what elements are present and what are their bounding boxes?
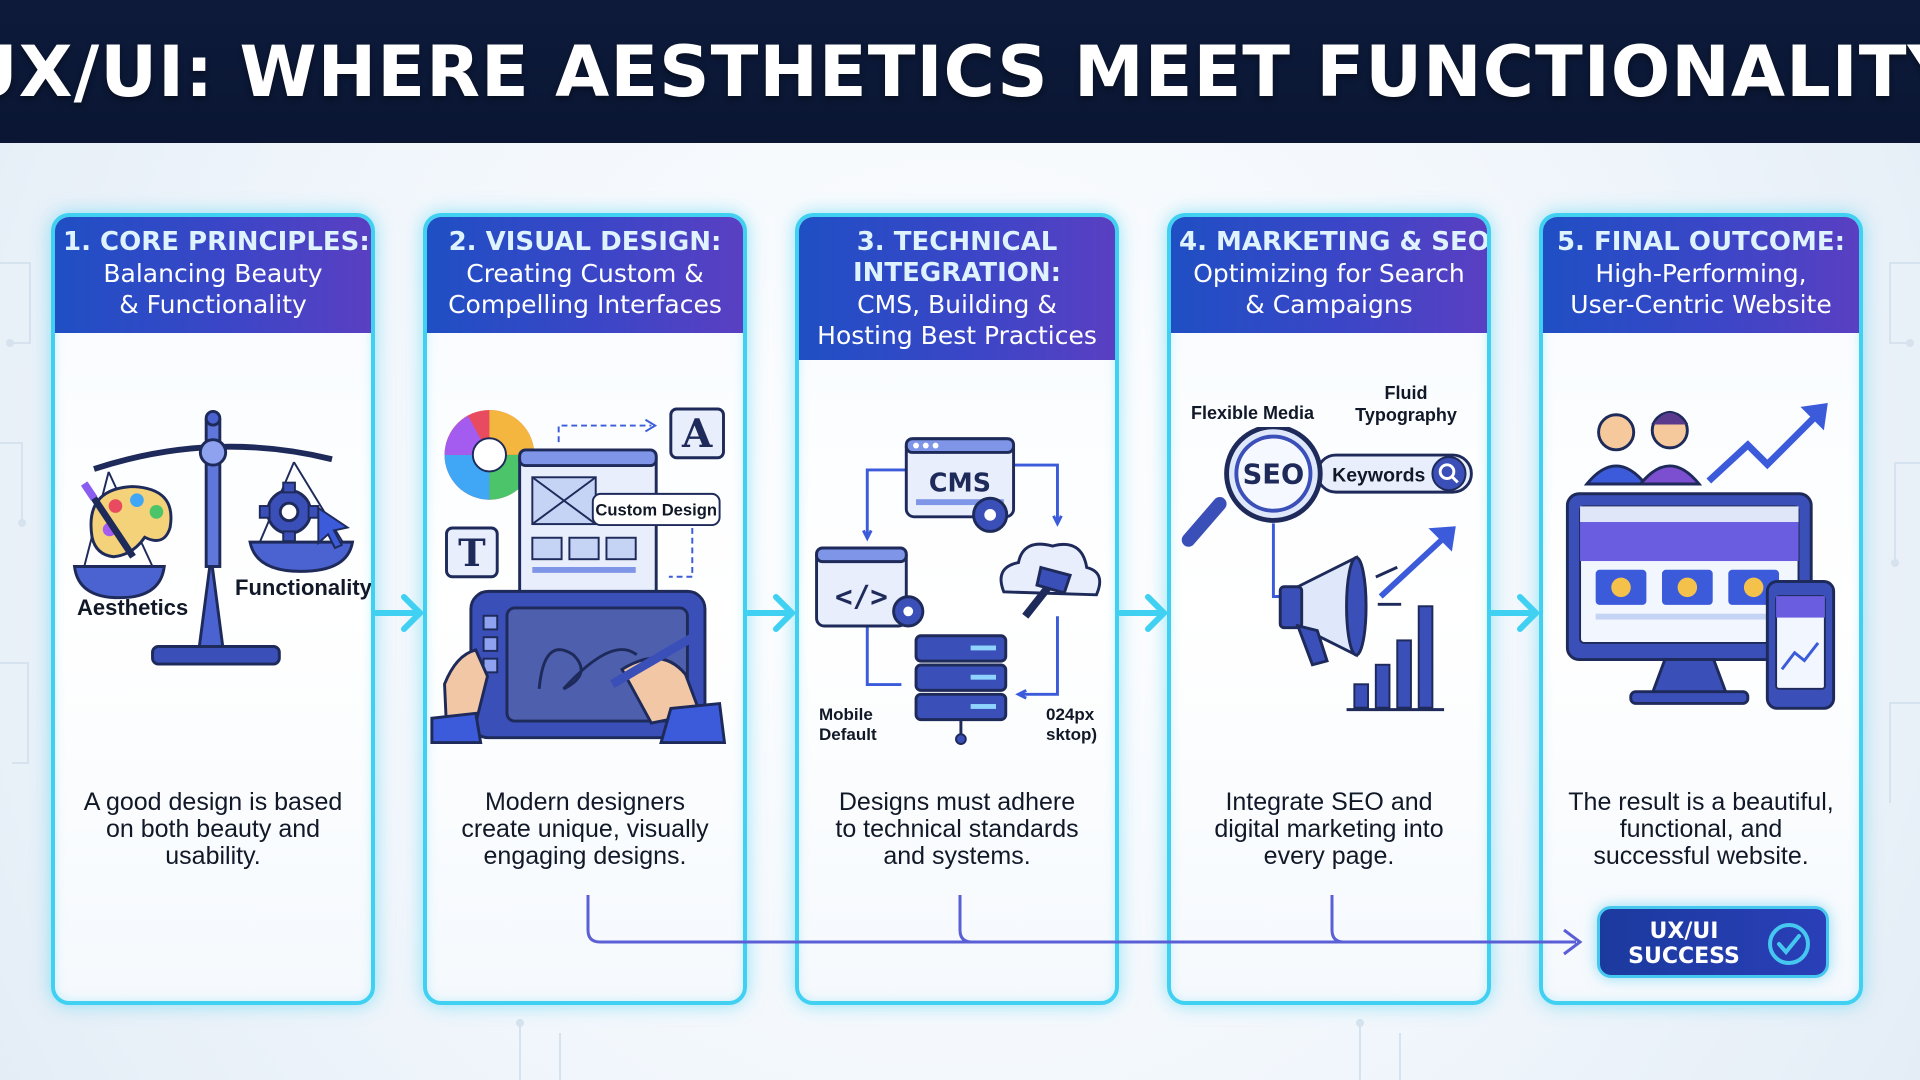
cloud-hammer-icon xyxy=(999,542,1102,619)
step-5-subtitle-line-2: User-Centric Website xyxy=(1570,290,1832,319)
letter-a-text: A xyxy=(681,411,713,457)
success-badge-line-1: UX/UI xyxy=(1649,919,1719,944)
step-3-description: Designs must adhere to technical standar… xyxy=(799,789,1115,870)
step-2-desc-line-2: create unique, visually xyxy=(461,815,709,843)
megaphone-icon xyxy=(1278,555,1402,667)
step-2-desc-line-1: Modern designers xyxy=(484,788,686,816)
flexible-media-label: Flexible Media xyxy=(1191,403,1315,423)
tablet-icon xyxy=(1765,580,1836,710)
step-3-title-line-2: INTEGRATION: xyxy=(852,258,1062,288)
step-3-subtitle-line-2: Hosting Best Practices xyxy=(817,321,1097,350)
step-1-desc-line-3: usability. xyxy=(165,842,261,870)
step-3-title-line-1: 3. TECHNICAL xyxy=(856,227,1058,257)
server-icon xyxy=(914,634,1008,745)
step-3-desc-line-1: Designs must adhere xyxy=(838,788,1076,816)
step-1-subtitle-line-2: & Functionality xyxy=(119,290,307,319)
flow-arrow-3-icon xyxy=(1117,594,1169,632)
step-3-desc-line-3: and systems. xyxy=(883,842,1031,870)
users-icon xyxy=(1583,410,1703,486)
color-wheel-icon xyxy=(444,409,535,500)
step-4-description: Integrate SEO and digital marketing into… xyxy=(1171,789,1487,870)
step-5-description: The result is a beautiful, functional, a… xyxy=(1543,789,1859,870)
step-5-desc-line-3: successful website. xyxy=(1593,842,1809,870)
circuit-pattern xyxy=(0,262,1920,1080)
drawing-tablet-icon xyxy=(430,589,727,745)
step-4-subtitle-line-1: Optimizing for Search xyxy=(1193,259,1465,288)
paint-palette-icon xyxy=(81,481,173,559)
keywords-text: Keywords xyxy=(1332,464,1425,486)
step-1-header: 1. CORE PRINCIPLES: Balancing Beauty & F… xyxy=(55,217,371,333)
step-1-description: A good design is based on both beauty an… xyxy=(55,789,371,870)
cms-window-icon: CMS </> xyxy=(815,437,1102,745)
step-5-header: 5. FINAL OUTCOME: High-Performing, User-… xyxy=(1543,217,1859,333)
step-1-desc-line-2: on both beauty and xyxy=(105,815,321,843)
aesthetics-label: Aesthetics xyxy=(77,595,189,620)
step-2-description: Modern designers create unique, visually… xyxy=(427,789,743,870)
step-1-desc-line-1: A good design is based xyxy=(83,788,343,816)
functionality-label: Functionality xyxy=(235,575,372,600)
success-badge-line-2: SUCCESS xyxy=(1628,944,1740,969)
magnifier-icon: Keywords SEO xyxy=(1181,427,1473,712)
cms-text: CMS xyxy=(929,467,991,497)
step-2-title: 2. VISUAL DESIGN: xyxy=(448,227,722,257)
page-title: UX/UI: WHERE AESTHETICS MEET FUNCTIONALI… xyxy=(0,30,1920,113)
wireframe-icon: A T Custom Design xyxy=(430,407,727,745)
gear-cursor-icon xyxy=(258,481,351,550)
step-4-subtitle-line-2: & Campaigns xyxy=(1245,290,1413,319)
header-banner: UX/UI: WHERE AESTHETICS MEET FUNCTIONALI… xyxy=(0,0,1920,143)
step-5-title: 5. FINAL OUTCOME: xyxy=(1556,227,1846,257)
step-1-title: 1. CORE PRINCIPLES: xyxy=(63,227,370,257)
step-2-header: 2. VISUAL DESIGN: Creating Custom & Comp… xyxy=(427,217,743,333)
step-5-desc-line-2: functional, and xyxy=(1619,815,1783,843)
code-symbol-text: </> xyxy=(835,580,888,614)
step-3-subtitle-line-1: CMS, Building & xyxy=(857,290,1057,319)
code-window-icon: </> xyxy=(815,546,925,628)
balance-scale-icon xyxy=(72,409,355,666)
step-1-subtitle-line-1: Balancing Beauty xyxy=(103,259,323,288)
desktop-label-line-2: sktop) xyxy=(1046,725,1097,744)
step-4-title: 4. MARKETING & SEO: xyxy=(1179,227,1491,257)
letter-t-text: T xyxy=(458,531,486,575)
step-4-desc-line-1: Integrate SEO and xyxy=(1225,788,1433,816)
trend-arrow-icon xyxy=(1706,403,1828,484)
step-card-2: 2. VISUAL DESIGN: Creating Custom & Comp… xyxy=(423,213,747,1005)
step-5-subtitle-line-1: High-Performing, xyxy=(1595,259,1807,288)
step-3-desc-line-2: to technical standards xyxy=(835,815,1079,843)
bar-growth-icon xyxy=(1346,526,1456,712)
flow-arrow-4-icon xyxy=(1489,594,1541,632)
step-2-subtitle-line-2: Compelling Interfaces xyxy=(448,290,722,319)
mobile-default-label-line-2: Default xyxy=(819,725,877,744)
flow-arrow-2-icon xyxy=(745,594,797,632)
step-card-5: 5. FINAL OUTCOME: High-Performing, User-… xyxy=(1539,213,1863,1005)
fluid-typography-label-line-1: Fluid xyxy=(1384,383,1428,403)
step-4-desc-line-3: every page. xyxy=(1263,842,1395,870)
step-2-subtitle-line-1: Creating Custom & xyxy=(466,259,704,288)
ux-ui-success-badge: UX/UI SUCCESS xyxy=(1597,906,1829,978)
mobile-default-label-line-1: Mobile xyxy=(819,705,873,724)
step-4-header: 4. MARKETING & SEO: Optimizing for Searc… xyxy=(1171,217,1487,333)
success-connector-line xyxy=(586,895,1583,956)
step-card-4: 4. MARKETING & SEO: Optimizing for Searc… xyxy=(1167,213,1491,1005)
step-5-desc-line-1: The result is a beautiful, xyxy=(1568,788,1834,816)
flow-arrow-1-icon xyxy=(373,594,425,632)
step-3-header: 3. TECHNICAL INTEGRATION: CMS, Building … xyxy=(799,217,1115,360)
step-card-3: 3. TECHNICAL INTEGRATION: CMS, Building … xyxy=(795,213,1119,1005)
step-4-desc-line-2: digital marketing into xyxy=(1214,815,1444,843)
monitor-icon xyxy=(1565,403,1836,710)
custom-design-tag: Custom Design xyxy=(595,500,717,519)
fluid-typography-label-line-2: Typography xyxy=(1355,405,1457,425)
step-card-1: 1. CORE PRINCIPLES: Balancing Beauty & F… xyxy=(51,213,375,1005)
seo-text: SEO xyxy=(1243,459,1305,490)
checkmark-circle-icon xyxy=(1768,923,1810,965)
step-2-desc-line-3: engaging designs. xyxy=(483,842,687,870)
desktop-label-line-1: 024px xyxy=(1046,705,1095,724)
